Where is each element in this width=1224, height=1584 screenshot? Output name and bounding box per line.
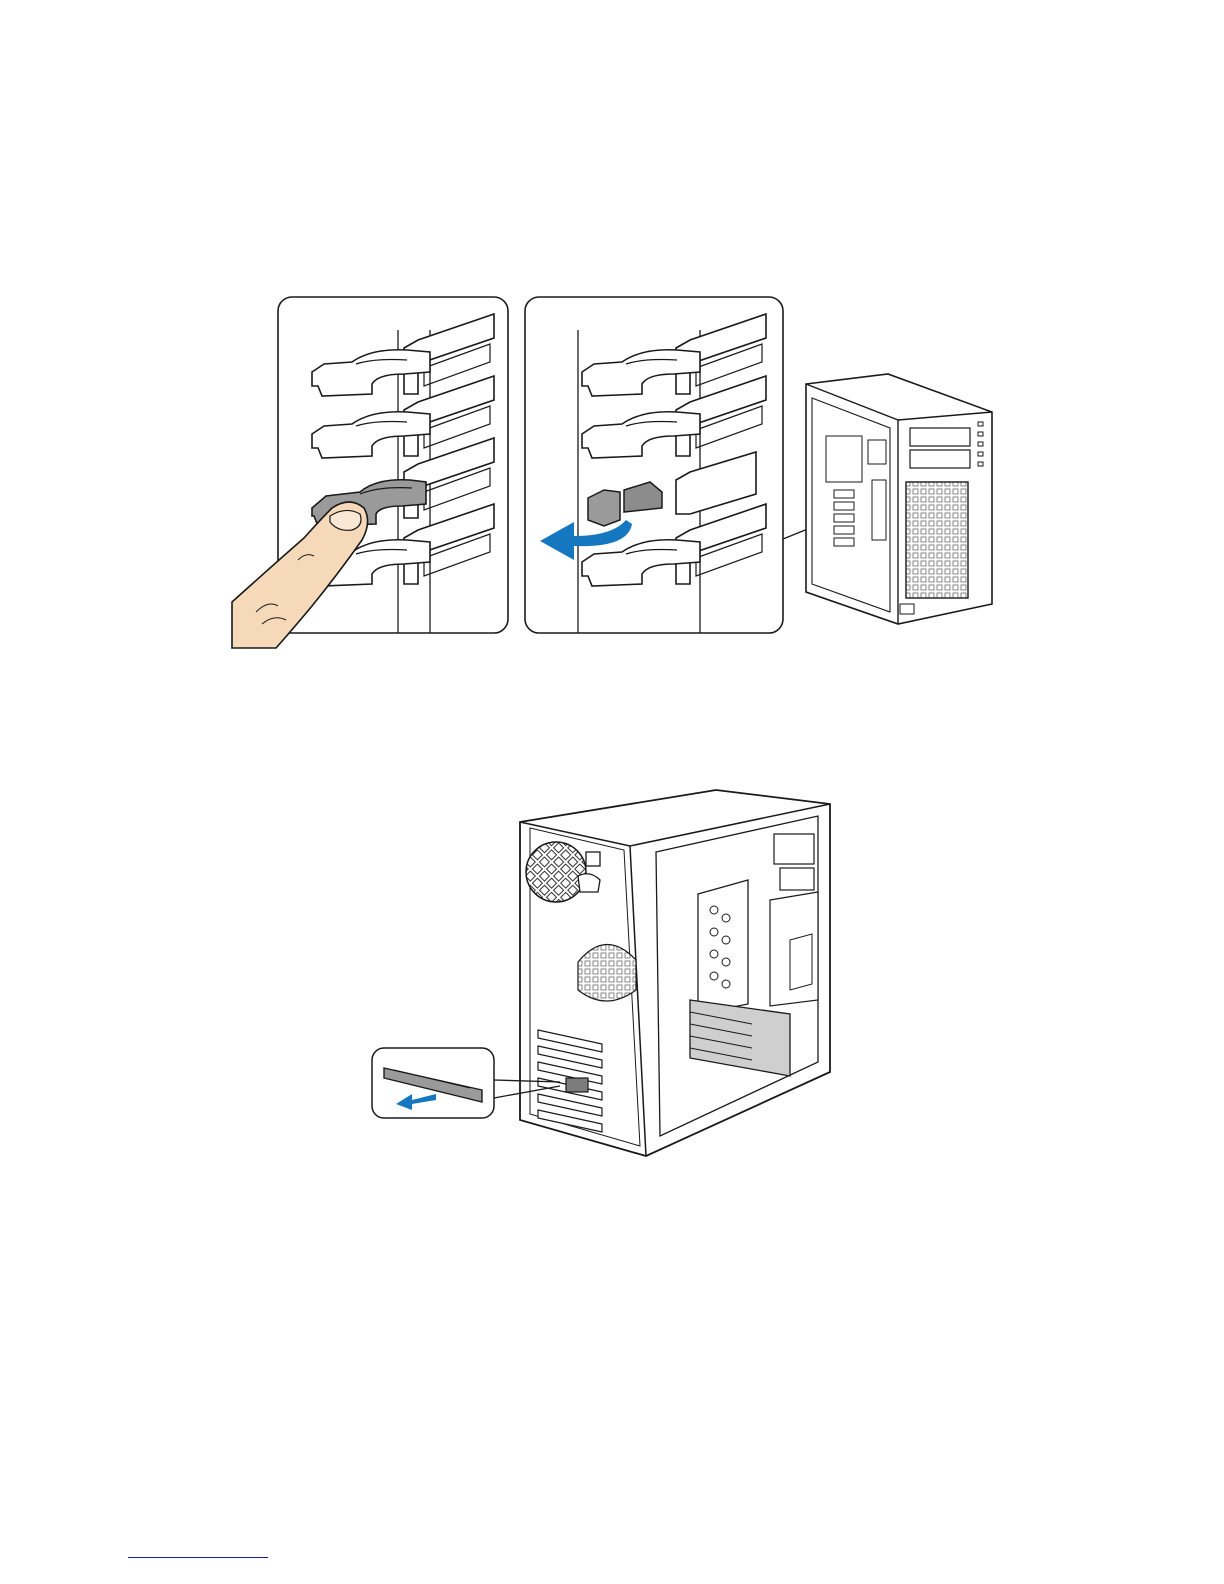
chassis-open-view: [520, 790, 830, 1156]
slot-cover-callout: [372, 1048, 494, 1118]
footnote-rule: [128, 1557, 268, 1558]
